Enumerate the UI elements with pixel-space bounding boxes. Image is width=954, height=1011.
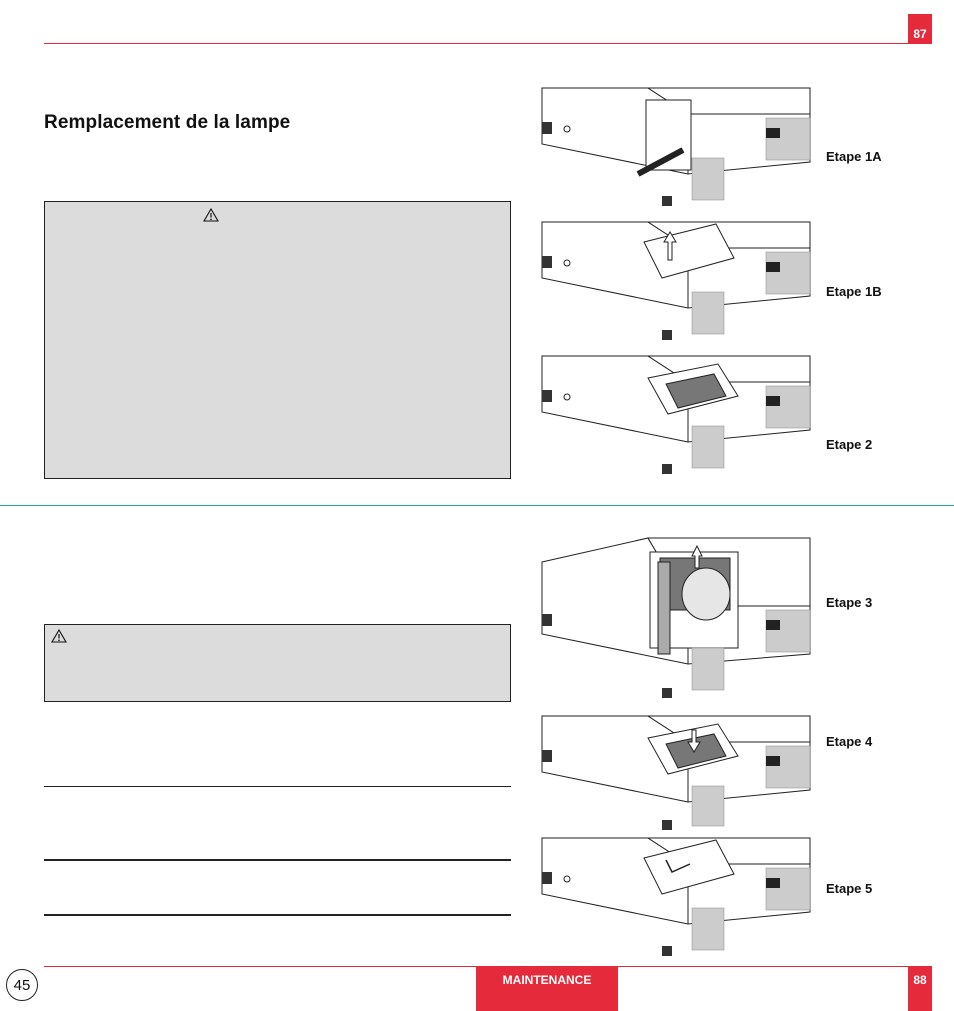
step-label-1b: Etape 1B bbox=[826, 284, 882, 299]
step-label-4: Etape 4 bbox=[826, 734, 873, 749]
footer-rule bbox=[44, 966, 932, 967]
page-number-top: 87 bbox=[908, 14, 932, 44]
projector-illustration-step-5 bbox=[541, 837, 811, 956]
page-number-bottom: 88 bbox=[908, 967, 932, 1011]
projector-illustration-step-1b bbox=[541, 221, 811, 340]
step-label-5: Etape 5 bbox=[826, 881, 873, 896]
text-rule bbox=[44, 914, 511, 916]
projector-illustration-step-2 bbox=[541, 355, 811, 474]
warning-triangle-icon bbox=[51, 629, 67, 643]
text-rule bbox=[44, 859, 511, 861]
caution-box-2 bbox=[44, 624, 511, 702]
header-rule bbox=[44, 43, 932, 44]
page-number-circle: 45 bbox=[6, 969, 38, 1001]
section-divider bbox=[0, 505, 954, 506]
section-title: Remplacement de la lampe bbox=[44, 112, 291, 133]
warning-triangle-icon bbox=[203, 208, 219, 222]
projector-illustration-step-3 bbox=[541, 537, 811, 698]
projector-illustration-step-1a bbox=[541, 87, 811, 206]
step-label-2: Etape 2 bbox=[826, 437, 873, 452]
step-label-3: Etape 3 bbox=[826, 595, 873, 610]
step-label-1a: Etape 1A bbox=[826, 149, 882, 164]
caution-box-1 bbox=[44, 201, 511, 479]
section-tab-maintenance: MAINTENANCE bbox=[476, 967, 618, 1011]
text-rule bbox=[44, 786, 511, 787]
projector-illustration-step-4 bbox=[541, 715, 811, 830]
